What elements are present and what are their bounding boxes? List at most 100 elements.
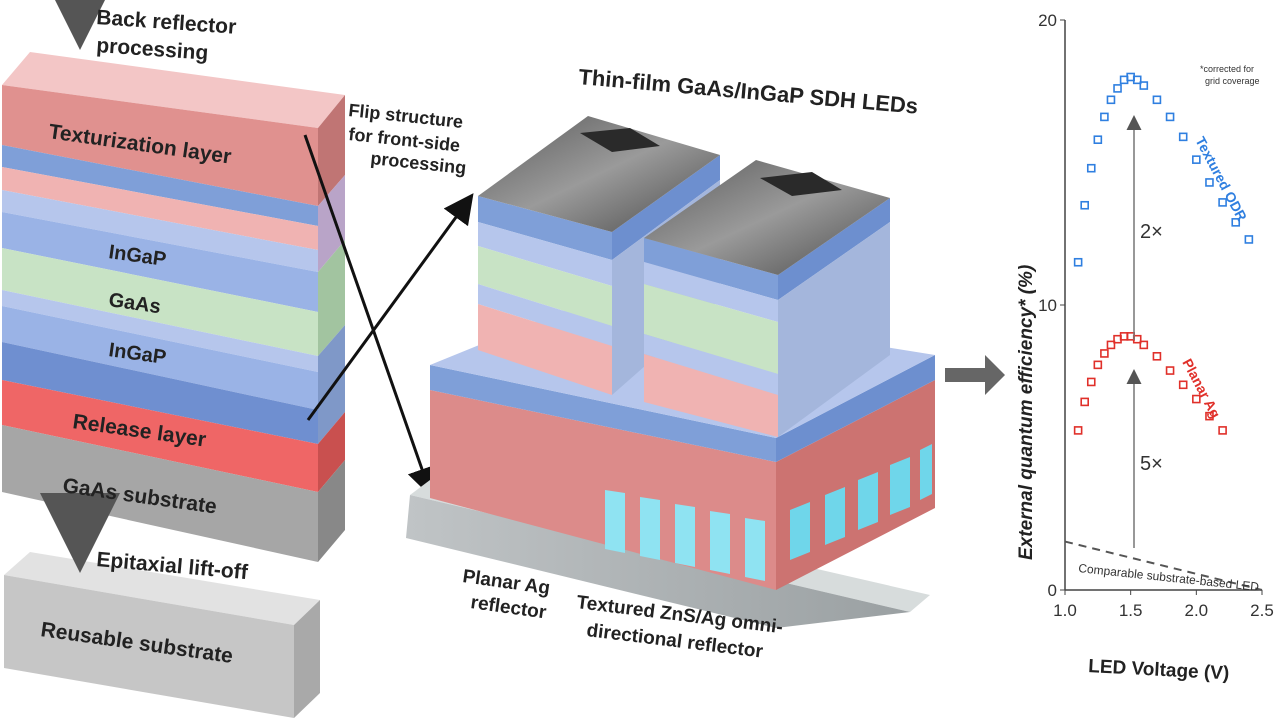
series-layer [1064,72,1263,591]
data-point [1073,426,1083,435]
chart-footnote-line1: *corrected for [1200,64,1254,74]
release-layer [2,380,318,492]
y-tick-label: 10 [1038,296,1057,315]
data-point [1139,81,1149,90]
base-band-front [430,365,776,462]
data-point [1178,132,1188,142]
textured-odr-pads [605,444,932,581]
layer-blue-2 [2,342,318,444]
reusable-side-face [294,600,320,718]
y-tick-label: 0 [1048,581,1057,600]
odr-pad-3 [675,504,695,567]
label-back-reflector: Back reflector [96,6,237,39]
led2-side-blue [778,198,890,300]
led2-front-lblue2 [644,334,778,395]
odr-pad-7 [825,487,845,545]
x-tick-label: 2.5 [1250,601,1274,620]
base-block-side [776,380,935,590]
legend-textured-odr: Textured ODR [1192,134,1250,224]
led1-front-lblue2 [478,284,612,346]
stack-side-texturization [318,95,345,206]
label-processing: processing [96,34,209,65]
data-point [1205,178,1214,187]
led1-contact-grid [478,116,720,232]
x-tick-label: 1.0 [1053,601,1077,620]
annotation-2x: 2× [1140,221,1163,243]
data-point [1165,366,1175,375]
data-point [1205,411,1214,421]
chart-xlabel: LED Voltage (V) [1088,656,1230,684]
base-band-side [776,355,935,462]
layer-lightblue-1 [2,190,318,272]
odr-pad-8 [858,472,878,530]
led2-front-blue [644,238,778,300]
data-point [1100,349,1109,358]
arrow-to-chart [945,355,1005,395]
flip-arrow-up [306,193,474,421]
data-point [1093,135,1103,144]
data-point [1080,397,1089,407]
annotation-5x: 5× [1140,453,1163,475]
odr-pad-9 [890,457,910,515]
legend-comparable-led: Comparable substrate-based LED [1078,561,1260,594]
data-point [1106,340,1116,350]
data-point [1192,394,1201,404]
stack-side-ingap [318,325,345,444]
led2-front-pink [644,354,778,437]
stack-side-mid1 [318,175,345,272]
led1-front-green [478,246,612,326]
led1-front-pink [478,304,612,395]
stack-side-release [318,412,345,492]
data-point [1218,198,1227,207]
label-device-title: Thin-film GaAs/InGaP SDH LEDs [578,64,920,119]
x-tick-label: 1.5 [1119,601,1143,620]
data-point [1192,155,1201,164]
led1-front-blue [478,196,612,260]
ingap-top-layer [2,212,318,312]
data-point [1231,218,1241,227]
gaas-layer [2,248,318,356]
data-point [1106,95,1116,105]
led1-side-blue [612,155,720,260]
epitaxial-stack [2,52,345,562]
led-mesa-2 [644,160,890,437]
data-point [1086,377,1096,387]
data-point [1152,351,1162,361]
odr-pad-6 [790,502,810,560]
layer-pink-1 [2,167,318,250]
data-point [1086,163,1096,173]
led2-bus-bar [760,172,842,196]
series-comparable-led-line [1064,540,1263,591]
chart-footnote-line2: grid coverage [1205,76,1260,86]
series-planar-ag [1073,332,1227,435]
data-point [1178,380,1188,390]
odr-pad-10 [920,444,932,500]
x-tick-label: 2.0 [1185,601,1209,620]
data-point [1100,112,1109,122]
data-point [1132,75,1142,85]
flip-arrow-down [303,134,437,498]
stack-top-face [2,52,345,128]
x-ticks: 1.0 1.5 2.0 2.5 [1053,590,1274,620]
odr-pad-5 [745,518,765,581]
series-textured-odr [1073,72,1254,267]
data-point [1165,112,1175,122]
odr-pad-2 [640,497,660,560]
led1-front-lblue [478,222,612,286]
data-point [1093,360,1103,370]
data-point [1139,340,1149,350]
data-point [1152,95,1162,105]
data-point [1113,84,1122,93]
y-tick-label: 20 [1038,11,1057,30]
led2-side [778,222,890,437]
odr-pad-1 [605,490,625,553]
texturization-layer [2,85,318,206]
data-point [1080,200,1089,210]
odr-pad-4 [710,511,730,574]
data-point [1218,426,1227,435]
gaas-substrate-layer [2,425,318,562]
stack-side-substrate [318,460,345,562]
